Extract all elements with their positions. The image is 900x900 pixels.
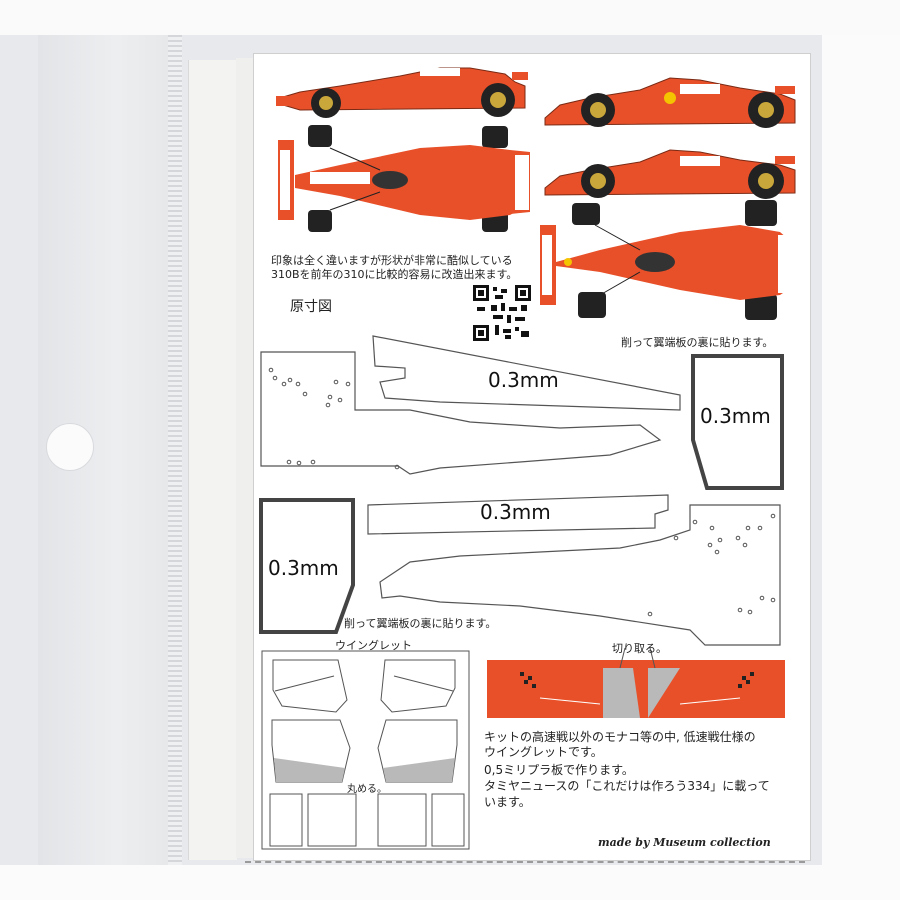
scale-label: 原寸図 [290,299,332,315]
sleeve-zipper [168,35,182,865]
car-side-view-2 [544,77,796,128]
thickness-label-4: 0.3mm [268,556,339,580]
sheet-backing [236,58,256,858]
car-top-view-2 [540,200,796,320]
mounting-holes [268,367,776,617]
body-line-3: 0,5ミリプラ板で作ります。 [484,763,634,777]
paste-note-bottom: 削って翼端板の裏に貼ります。 [344,617,497,630]
note-line-2: 310Bを前年の310に比較的容易に改造出来ます。 [271,268,518,281]
signature: made by Museum collection [598,836,771,849]
template-pieces [259,335,784,646]
thickness-label-3: 0.3mm [480,500,551,524]
thickness-label-1: 0.3mm [488,368,559,392]
thickness-label-2: 0.3mm [700,404,771,428]
car-top-view-1 [278,125,530,232]
sleeve-strip [188,60,237,860]
winglet-label: ウイングレット [335,639,412,652]
background [0,0,900,35]
winglet-color-strip [487,647,785,718]
body-line-5: います。 [484,795,531,809]
paste-note-top: 削って翼端板の裏に貼ります。 [621,336,774,349]
round-label: 丸める。 [347,784,387,795]
winglet-panel [261,650,470,850]
cut-label: 切り取る。 [612,642,667,655]
cut-line [245,861,805,863]
car-side-view-3 [544,149,796,199]
body-line-4: タミヤニュースの「これだけは作ろう334」に載って [484,779,770,793]
qr-code-icon [473,285,531,341]
car-side-view-1 [276,67,528,118]
note-line-1: 印象は全く違いますが形状が非常に酷似している [271,254,513,267]
punch-hole [46,423,94,471]
body-line-2: ウイングレットです。 [484,745,603,759]
body-line-1: キットの高速戦以外のモナコ等の中, 低速戦仕様の [484,730,756,744]
